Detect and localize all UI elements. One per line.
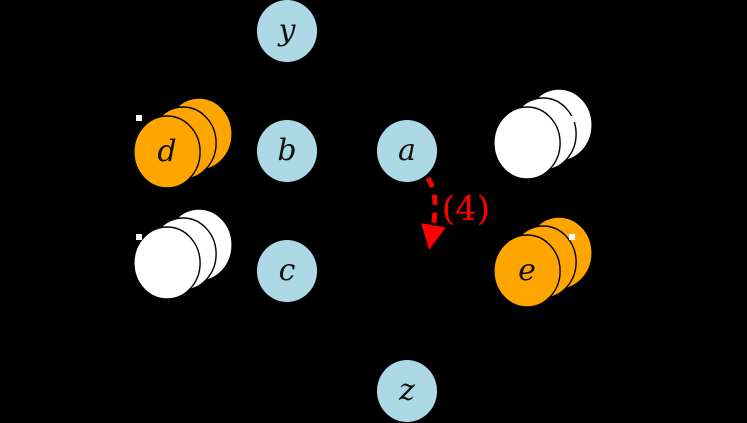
edges-group [421, 176, 446, 250]
plain-nodes-group [256, 0, 438, 422]
stacked-node-top-right[interactable] [493, 88, 593, 180]
stacked-node-e[interactable] [493, 216, 593, 308]
anchor-marker-e [569, 234, 575, 240]
edge-a-to-down [421, 176, 446, 250]
stacked-node-d[interactable] [133, 97, 233, 189]
anchor-marker-top-right [569, 116, 575, 122]
edge-label-a-to-down: (4) [441, 189, 491, 229]
stacked-node-d-layer-0 [133, 115, 201, 189]
anchor-marker-d [136, 115, 142, 121]
stacked-node-bottom-left-layer-0 [133, 226, 201, 300]
stacked-node-e-layer-0 [493, 234, 561, 308]
markers-group [136, 115, 575, 240]
node-b[interactable] [256, 120, 318, 182]
anchor-marker-bottom-left [136, 234, 142, 240]
node-z[interactable] [376, 360, 438, 422]
node-c[interactable] [256, 240, 318, 302]
stacked-node-top-right-layer-0 [493, 106, 561, 180]
node-a[interactable] [376, 120, 438, 182]
node-y[interactable] [256, 0, 318, 62]
stacked-nodes-group [133, 88, 593, 308]
stacked-node-bottom-left[interactable] [133, 208, 233, 300]
